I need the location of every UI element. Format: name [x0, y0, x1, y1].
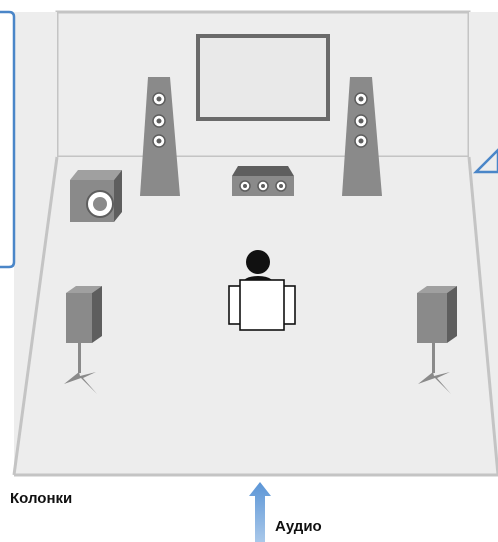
front-left-tower-speaker-icon	[140, 77, 180, 196]
room-left-wall	[14, 12, 57, 475]
listener-icon	[228, 250, 296, 331]
center-speaker-icon	[232, 166, 294, 196]
right-accent-icon	[472, 148, 498, 174]
audio-input-arrow-icon	[249, 482, 271, 542]
subwoofer-icon	[70, 170, 122, 222]
front-right-tower-speaker-icon	[342, 77, 382, 196]
tv-screen-icon	[196, 34, 330, 121]
room-left-edge	[12, 156, 59, 476]
surround-left-speaker-icon	[64, 286, 102, 394]
speakers-label: Колонки	[10, 490, 73, 507]
left-bracket	[0, 10, 16, 269]
room-right-edge	[467, 156, 498, 476]
audio-label: Аудио	[275, 518, 322, 535]
surround-right-speaker-icon	[417, 286, 457, 394]
room-right-wall	[469, 12, 498, 475]
